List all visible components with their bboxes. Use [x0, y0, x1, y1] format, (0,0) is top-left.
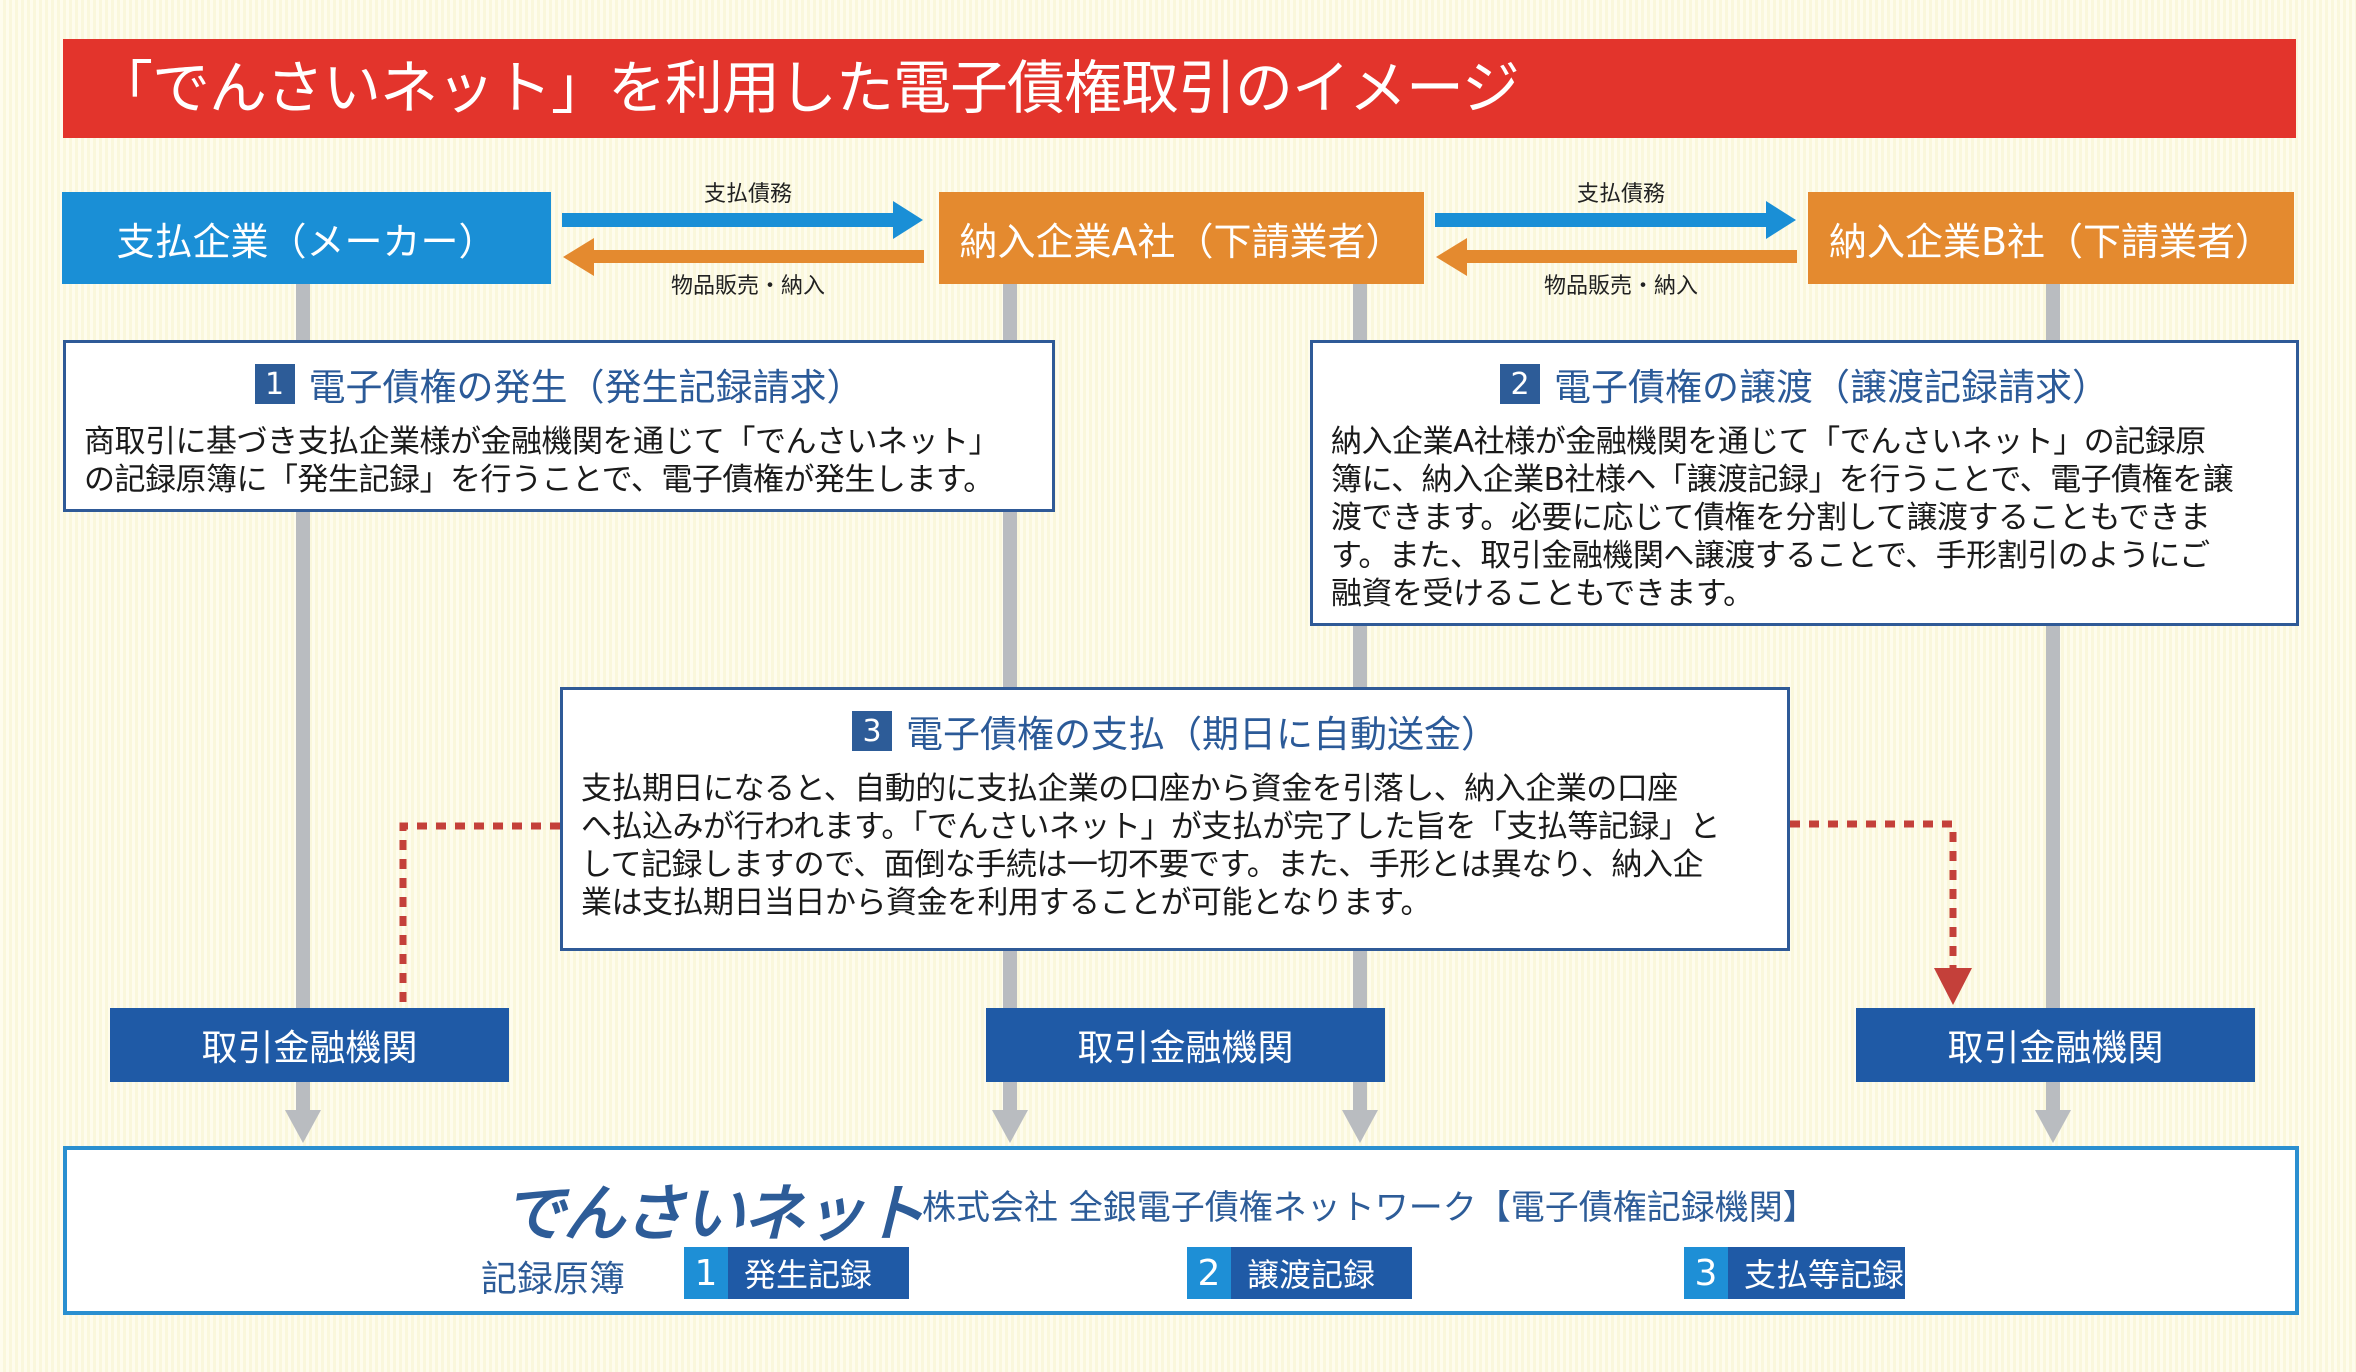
step-heading-text: 電子債権の支払（期日に自動送金）	[906, 713, 1498, 756]
flow-label-goods-delivery-1: 物品販売・納入	[670, 274, 825, 299]
gray-arrowhead-payer	[285, 1110, 321, 1143]
party-supplier-b: 納入企業B社（下請業者）	[1808, 192, 2294, 284]
flow-label-goods-delivery-2: 物品販売・納入	[1543, 274, 1698, 299]
party-payer: 支払企業（メーカー）	[62, 192, 551, 284]
record-chip-payment: 3 支払等記録	[1684, 1247, 1905, 1299]
financial-institution-supplier-b: 取引金融機関	[1856, 1008, 2255, 1082]
description-line: して記録しますので、面倒な手続は一切不要です。また、手形とは異なり、納入企	[581, 847, 1704, 883]
dashed-line-credit	[1790, 820, 1957, 968]
description-line: 業は支払期日当日から資金を利用することが可能となります。	[581, 885, 1431, 921]
description-line: へ払込みが行われます。「でんさいネット」が支払が完了した旨を「支払等記録」と	[581, 809, 1720, 845]
description-line: の記録原簿に「発生記録」を行うことで、電子債権が発生します。	[84, 462, 994, 498]
record-label: 支払等記録	[1728, 1247, 1905, 1299]
record-chip-transfer: 2 譲渡記録	[1187, 1247, 1412, 1299]
dashed-line-debit	[399, 822, 560, 1008]
flow-label-payment-debt-1: 支払債務	[703, 182, 792, 207]
step-heading-text: 電子債権の譲渡（譲渡記録請求）	[1554, 366, 2109, 409]
record-label: 発生記録	[728, 1247, 909, 1299]
step-number-badge: 3	[852, 711, 892, 751]
step-transfer-box: 2 電子債権の譲渡（譲渡記録請求） 納入企業A社様が金融機関を通じて「でんさいネ…	[1310, 340, 2299, 626]
description-line: 商取引に基づき支払企業様が金融機関を通じて「でんさいネット」	[84, 424, 1000, 460]
description-line: 簿に、納入企業B社様へ「譲渡記録」を行うことで、電子債権を譲	[1331, 462, 2234, 498]
densai-organization-name: 株式会社 全銀電子債権ネットワーク【電子債権記録機関】	[922, 1188, 1817, 1228]
step-description: 支払期日になると、自動的に支払企業の口座から資金を引落し、納入企業の口座 へ払込…	[581, 770, 1769, 922]
financial-institution-payer: 取引金融機関	[110, 1008, 509, 1082]
step-heading: 1 電子債権の発生（発生記録請求）	[84, 361, 1034, 409]
step-heading: 2 電子債権の譲渡（譲渡記録請求）	[1331, 361, 2278, 409]
record-number: 2	[1187, 1247, 1231, 1299]
step-payment-box: 3 電子債権の支払（期日に自動送金） 支払期日になると、自動的に支払企業の口座か…	[560, 687, 1790, 951]
step-description: 納入企業A社様が金融機関を通じて「でんさいネット」の記録原 簿に、納入企業B社様…	[1331, 423, 2278, 613]
flow-label-payment-debt-2: 支払債務	[1576, 182, 1665, 207]
gray-arrowhead-supplier-a-1	[992, 1110, 1028, 1143]
record-number: 1	[684, 1247, 728, 1299]
step-issuance-box: 1 電子債権の発生（発生記録請求） 商取引に基づき支払企業様が金融機関を通じて「…	[63, 340, 1055, 512]
record-chip-issuance: 1 発生記録	[684, 1247, 909, 1299]
description-line: 納入企業A社様が金融機関を通じて「でんさいネット」の記録原	[1331, 424, 2206, 460]
ledger-label: 記録原簿	[481, 1259, 626, 1300]
step-description: 商取引に基づき支払企業様が金融機関を通じて「でんさいネット」 の記録原簿に「発生…	[84, 423, 1034, 499]
financial-institution-supplier-a: 取引金融機関	[986, 1008, 1385, 1082]
step-heading: 3 電子債権の支払（期日に自動送金）	[581, 708, 1769, 756]
step-heading-text: 電子債権の発生（発生記録請求）	[308, 366, 864, 409]
gray-arrowhead-supplier-a-2	[1342, 1110, 1378, 1143]
step-number-badge: 1	[254, 364, 295, 404]
dashed-arrowhead-credit	[1934, 968, 1972, 1005]
diagram-title: 「でんさいネット」を利用した電子債権取引のイメージ	[63, 39, 2296, 138]
record-label: 譲渡記録	[1231, 1247, 1412, 1299]
densai-net-box	[63, 1146, 2299, 1315]
party-supplier-a: 納入企業A社（下請業者）	[939, 192, 1424, 284]
description-line: 渡できます。必要に応じて債権を分割して譲渡することもできま	[1331, 500, 2211, 536]
step-number-badge: 2	[1500, 364, 1540, 404]
description-line: 支払期日になると、自動的に支払企業の口座から資金を引落し、納入企業の口座	[581, 771, 1678, 807]
description-line: 融資を受けることもできます。	[1331, 576, 1754, 612]
description-line: す。また、取引金融機関へ譲渡することで、手形割引のようにご	[1331, 538, 2210, 574]
record-number: 3	[1684, 1247, 1728, 1299]
gray-arrowhead-supplier-b	[2035, 1110, 2071, 1143]
densai-net-logo: でんさいネット	[503, 1177, 925, 1250]
